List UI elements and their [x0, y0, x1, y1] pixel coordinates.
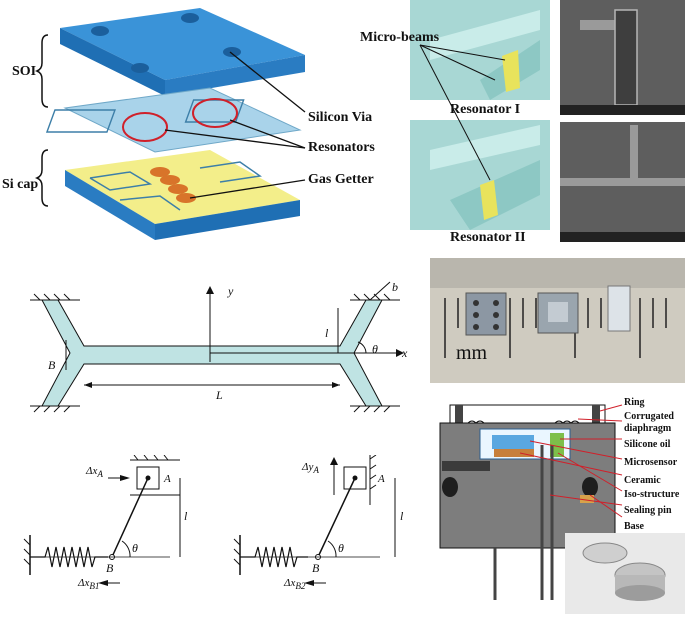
chip-1: [465, 292, 507, 336]
soi-label: SOI: [12, 64, 37, 79]
exploded-stack-drawing: [34, 8, 306, 240]
pkg-label-sealing-pin: Sealing pin: [624, 505, 672, 516]
soi-brace: [34, 34, 49, 108]
left-B-label: B: [106, 561, 114, 575]
beam-b-label: b: [392, 280, 398, 294]
pkg-label-base: Base: [624, 521, 644, 532]
right-theta-label: θ: [338, 541, 344, 555]
ring: [449, 404, 606, 424]
resonator-render-drawing: [410, 0, 550, 230]
left-A-label: A: [164, 473, 171, 485]
pkg-label-ring: Ring: [624, 397, 645, 408]
beam-l-label: l: [325, 326, 329, 340]
package-drawing: [439, 404, 685, 614]
right-B-label: B: [312, 561, 320, 575]
si-cap-label: Si cap: [2, 177, 39, 192]
right-A-label: A: [378, 473, 385, 485]
beam-theta-label: θ: [372, 342, 378, 356]
exploded-stack-figure: SOI Si cap Silicon Via Resonators Gas Ge…: [0, 0, 400, 255]
chip-photo: mm: [430, 258, 685, 383]
mechanism-right-drawing: [233, 454, 396, 586]
beam-diagram: y x b l θ B L: [20, 280, 420, 420]
silicon-via-leader: [229, 51, 306, 113]
slider-A-left: [136, 466, 160, 490]
pkg-label-diaphragm: diaphragm: [624, 423, 672, 434]
right-dxB-label: ΔxB2: [284, 577, 306, 592]
mechanism-right: ΔyA A l θ B ΔxB2: [230, 454, 430, 605]
micro-beams-label: Micro-beams: [360, 30, 440, 45]
pkg-label-iso-structure: Iso-structure: [624, 489, 680, 500]
sem-images: [560, 0, 685, 245]
slider-A-right: [343, 466, 367, 490]
link-right: [317, 477, 356, 558]
mechanism-left: ΔxA A l θ B ΔxB1: [20, 454, 220, 605]
mechanism-left-drawing: [23, 454, 181, 586]
chip-photo-drawing: [430, 258, 685, 383]
package-leaders: [519, 404, 623, 518]
b-dimension: [369, 281, 391, 301]
gas-getter-label: Gas Getter: [308, 172, 374, 187]
ceramic: [494, 449, 534, 457]
left-dxB-label: ΔxB1: [78, 577, 100, 592]
left-l-label: l: [184, 509, 188, 523]
beam-L-label: L: [216, 388, 223, 402]
resonator-1-label: Resonator I: [450, 102, 521, 117]
package-cross-section: Ring Corrugated diaphragm Silicone oil M…: [430, 395, 685, 614]
resonators-label: Resonators: [308, 140, 375, 155]
link-left: [111, 477, 149, 558]
left-dx-label: ΔxA: [86, 465, 103, 480]
right-dy-label: ΔyA: [302, 461, 319, 476]
mm-label: mm: [456, 342, 488, 364]
resonator-2-label: Resonator II: [450, 230, 526, 245]
beam-B-label: B: [48, 358, 56, 372]
pkg-label-microsensor: Microsensor: [624, 457, 678, 468]
resonators-leader-2: [229, 119, 306, 149]
left-theta-label: θ: [132, 541, 138, 555]
pkg-label-silicone-oil: Silicone oil: [624, 439, 671, 450]
si-cap-brace: [34, 149, 49, 207]
pkg-label-ceramic: Ceramic: [624, 475, 661, 486]
beam-diagram-drawing: [30, 281, 404, 413]
resonators-leader-1: [164, 129, 306, 149]
right-l-label: l: [400, 509, 404, 523]
resonator-renders: Micro-beams Resonator I Resonator II: [360, 0, 550, 250]
silicon-via-label: Silicon Via: [308, 110, 373, 125]
chip-3: [607, 285, 631, 332]
gas-getter-leader: [189, 179, 306, 199]
beam-y-label: y: [228, 284, 234, 298]
microsensor: [492, 435, 534, 449]
soi-layer: [60, 8, 305, 96]
si-cap-layer: [65, 150, 300, 240]
pkg-label-corrugated: Corrugated: [624, 411, 674, 422]
beam-x-label: x: [402, 346, 408, 360]
resonator-layer: [45, 87, 302, 153]
sem-image-drawing: [560, 0, 685, 242]
